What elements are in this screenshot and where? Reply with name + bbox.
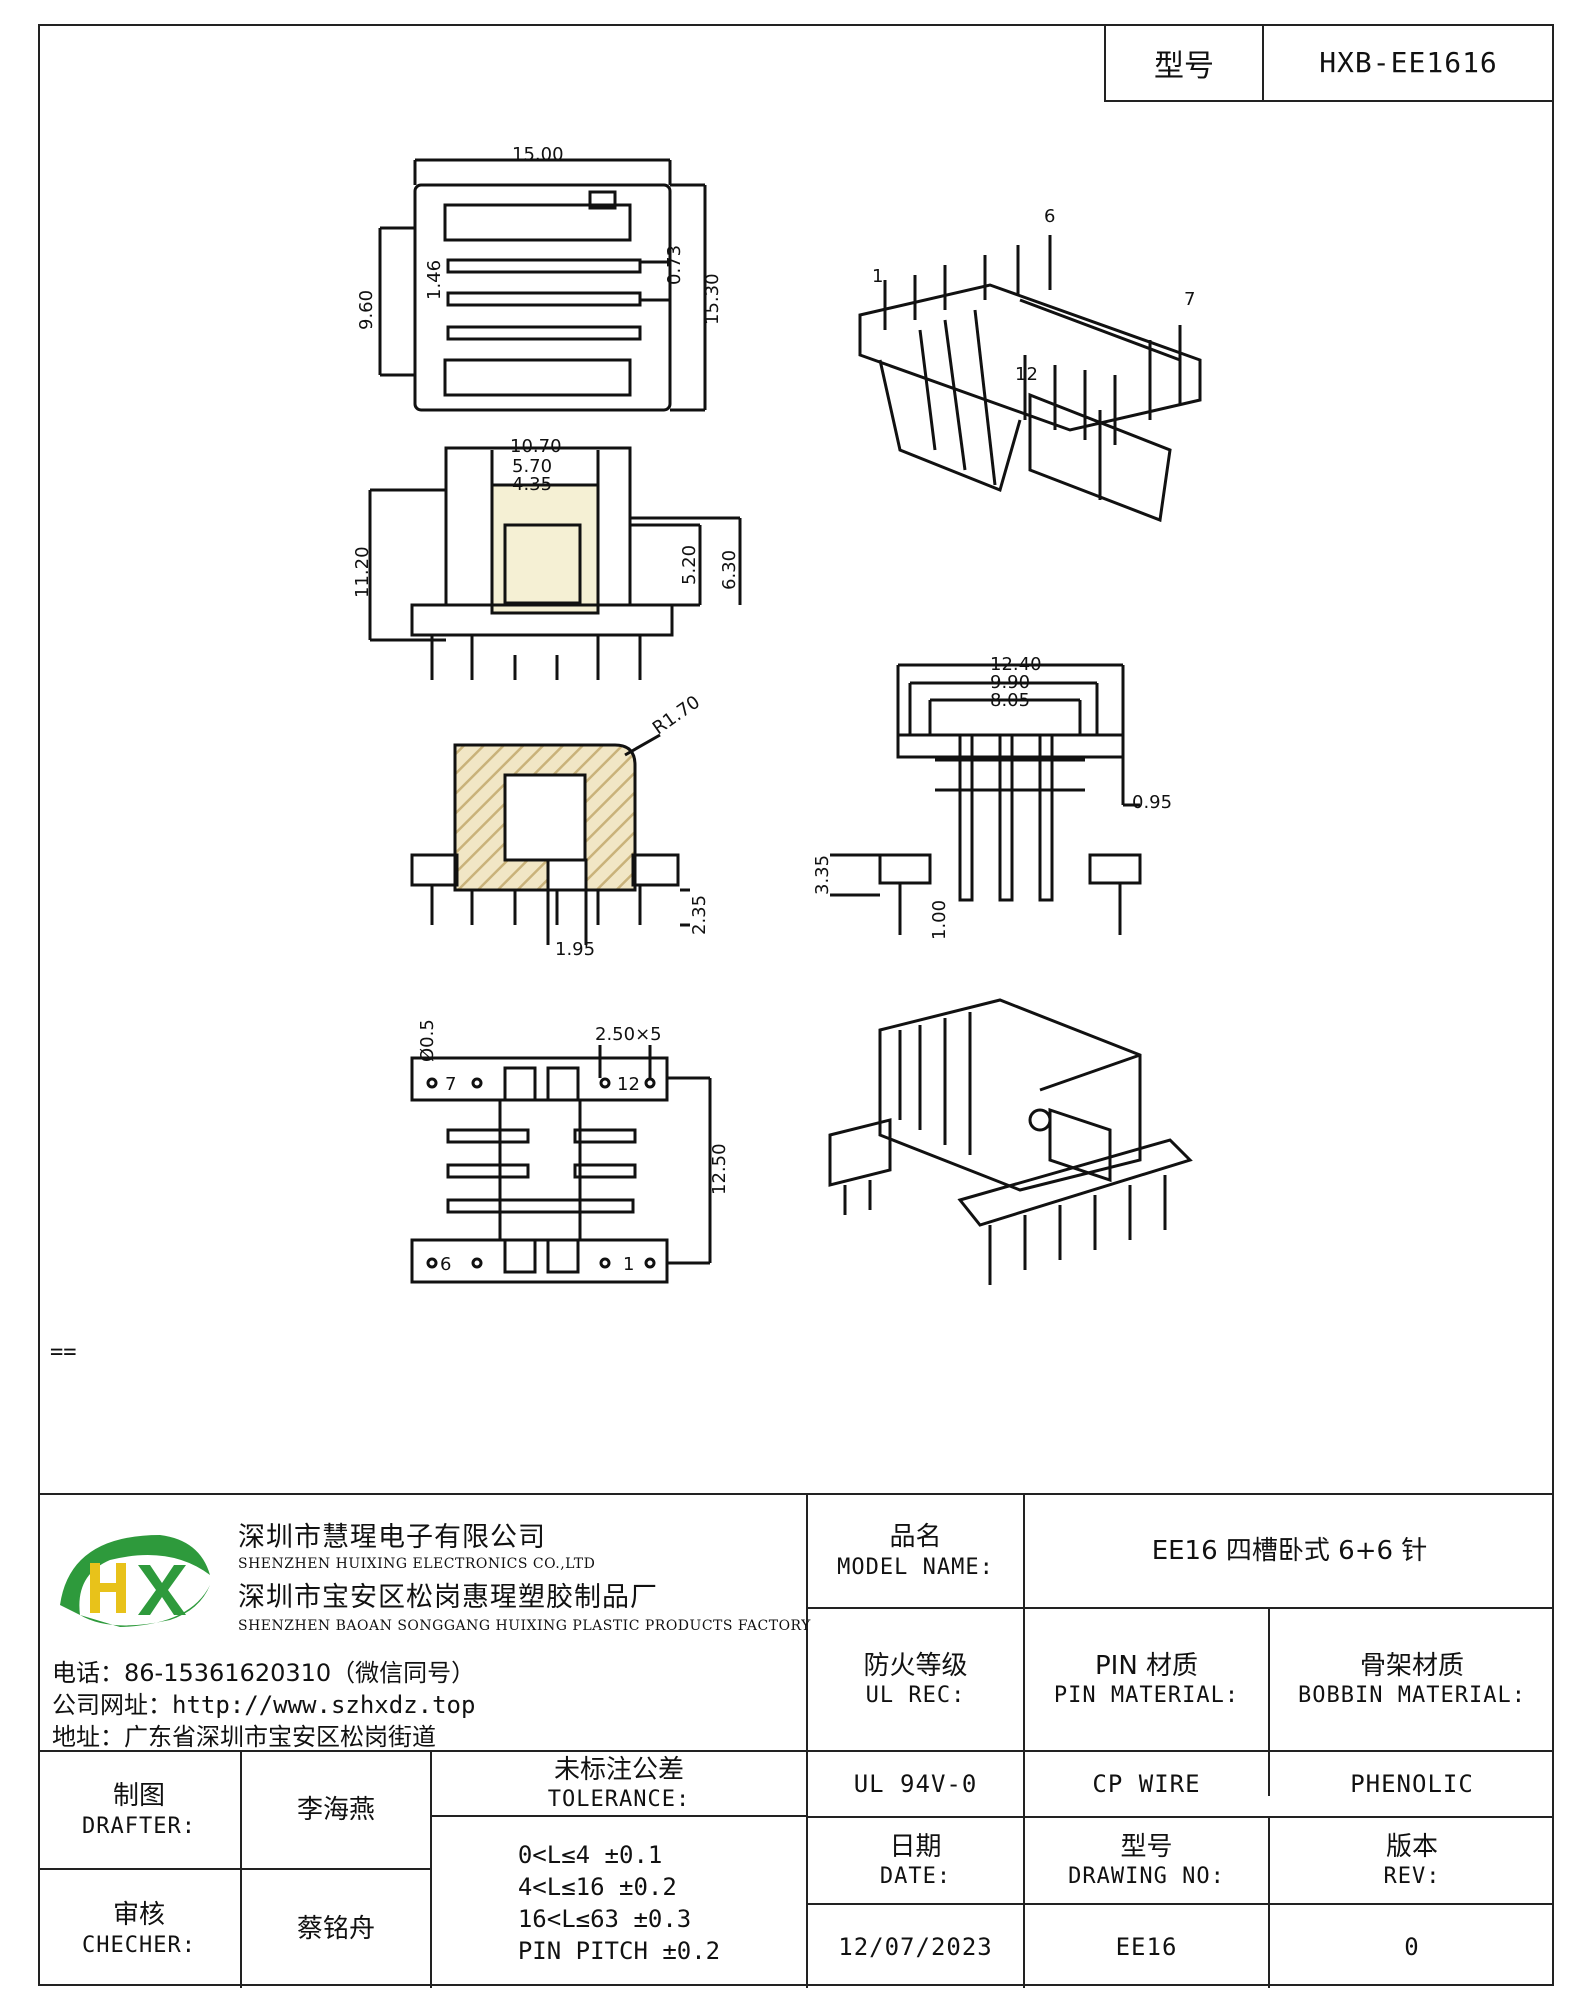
model-name-label: 品名 MODEL NAME: [837,1522,994,1580]
grid-line [430,1750,432,1988]
grid-line [806,1607,1554,1609]
iso-pin-1: 1 [872,266,883,287]
grid-line [430,1815,806,1817]
bobbin-material-label: 骨架材质 BOBBIN MATERIAL: [1298,1650,1526,1709]
pin-7: 7 [445,1074,456,1095]
grid-line [1023,1495,1025,1988]
dim-n: 12.40 [990,654,1042,675]
pin-12: 12 [617,1074,640,1095]
section-view [410,733,690,945]
iso-pin-12: 12 [1015,364,1038,385]
company-logo [60,1535,210,1627]
website-link[interactable]: http://www.szhxdz.top [172,1691,476,1719]
isometric-view-top [858,235,1202,523]
tolerance-label: 未标注公差 TOLERANCE: [547,1754,691,1813]
tolerance-line: PIN PITCH ±0.2 [517,1936,721,1965]
dim-m: 2.35 [689,895,710,935]
dim-p: 8.05 [990,690,1030,711]
tolerance-line: 0<L≤4 ±0.1 [517,1840,663,1869]
checker-label: 审核 CHECHER: [82,1900,196,1958]
pin-6: 6 [440,1254,451,1275]
rev-label: 版本 REV: [1383,1831,1441,1890]
address-line: 地址：广东省深圳市宝安区松岗街道 [52,1723,436,1751]
dim-s: 3.35 [812,855,833,895]
drafter-label: 制图 DRAFTER: [82,1781,196,1839]
grid-line [1268,1816,1270,1988]
factory-name-cn: 深圳市宝安区松岗惠瑆塑胶制品厂 [238,1582,658,1613]
dim-t: 1.00 [929,900,950,940]
pin-1: 1 [623,1254,634,1275]
company-name-en: SHENZHEN HUIXING ELECTRONICS CO.,LTD [238,1556,596,1572]
dim-f: 10.70 [510,436,562,457]
stray-mark: == [50,1340,77,1365]
dim-w: 12.50 [709,1143,730,1195]
drawing-no-label: 型号 DRAWING NO: [1068,1831,1225,1890]
dim-u: Ø0.5 [417,1019,438,1062]
dim-k: 6.30 [719,550,740,590]
isometric-view-bottom [828,998,1193,1285]
dim-i: 11.20 [352,546,373,598]
side-view [830,663,1142,935]
website-line: 公司网址：http://www.szhxdz.top [52,1691,476,1719]
dim-l: 1.95 [555,939,595,960]
dim-o: 9.90 [990,672,1030,693]
technical-drawing: 15.00 9.60 1.46 0.73 15.30 10.70 5.70 4.… [352,144,1202,1285]
phone-line: 电话：86-15361620310（微信同号） [52,1659,476,1687]
grid-line [38,1750,1554,1752]
tolerance-values: 0<L≤4 ±0.1 4<L≤16 ±0.2 16<L≤63 ±0.3 PIN … [432,1817,806,1988]
dim-h: 4.35 [512,474,552,495]
title-block: 深圳市慧瑆电子有限公司 SHENZHEN HUIXING ELECTRONICS… [38,1493,1554,1988]
top-view [378,158,707,412]
type-header-box: 型号 HXB-EE1616 [1104,25,1553,102]
company-name-cn: 深圳市慧瑆电子有限公司 [238,1522,546,1553]
dim-c: 1.46 [424,260,445,300]
pin-material-value: CP WIRE [1092,1770,1201,1798]
dim-v: 2.50×5 [595,1024,662,1045]
date-value: 12/07/2023 [838,1932,993,1961]
model-name-value: EE16 四槽卧式 6+6 针 [1151,1535,1428,1566]
iso-pin-7: 7 [1184,289,1195,310]
pin-material-label: PIN 材质 PIN MATERIAL: [1053,1650,1240,1709]
dim-j: 5.20 [679,545,700,585]
ul-label: 防火等级 UL REC: [863,1650,968,1709]
tolerance-line: 16<L≤63 ±0.3 [517,1904,692,1933]
type-value: HXB-EE1616 [1319,46,1498,79]
iso-pin-6: 6 [1044,206,1055,227]
drafter-value: 李海燕 [296,1794,375,1825]
grid-line [1268,1607,1270,1796]
checker-value: 蔡铭舟 [296,1913,375,1944]
dim-a: 15.00 [512,144,564,165]
front-view [368,446,742,680]
drawing-sheet-border [38,24,1554,1986]
date-label: 日期 DATE: [879,1831,952,1890]
drawing-no-value: EE16 [1115,1932,1178,1961]
grid-line [806,1495,808,1988]
bottom-view [410,1045,712,1284]
grid-line [806,1816,1554,1818]
grid-line [806,1903,1554,1905]
grid-line [240,1750,242,1988]
dim-b: 9.60 [356,290,377,330]
dim-r: R1.70 [649,692,704,739]
tolerance-line: 4<L≤16 ±0.2 [517,1872,677,1901]
factory-name-en: SHENZHEN BAOAN SONGGANG HUIXING PLASTIC … [238,1618,811,1634]
dim-e: 15.30 [702,273,723,325]
ul-value: UL 94V-0 [853,1770,978,1798]
dim-g: 5.70 [512,456,552,477]
grid-line [38,1868,430,1870]
type-label: 型号 [1106,25,1264,100]
dim-q: 0.95 [1132,792,1172,813]
dim-d: 0.73 [664,245,685,285]
bobbin-material-value: PHENOLIC [1350,1770,1474,1798]
rev-value: 0 [1404,1932,1420,1961]
